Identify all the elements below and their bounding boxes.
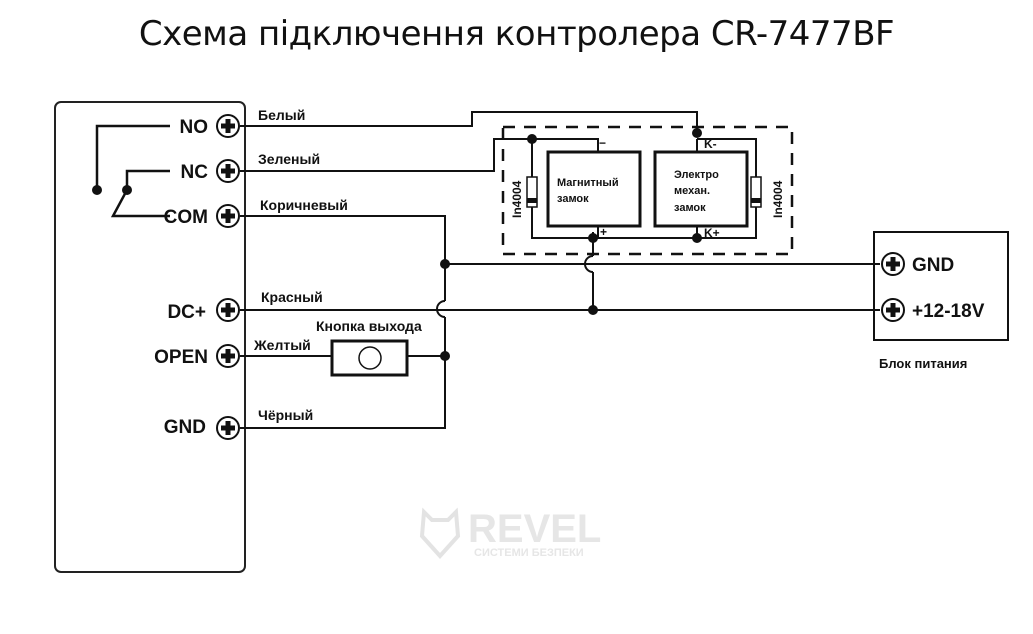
junction-dot	[588, 305, 598, 315]
junction-dot	[527, 134, 537, 144]
screw-terminal-icon	[216, 159, 240, 183]
junction-dot	[692, 233, 702, 243]
terminal-no-label: NO	[180, 117, 209, 138]
relay-no-node	[92, 185, 102, 195]
junction-dot	[440, 259, 450, 269]
screw-terminal-icon	[216, 204, 240, 228]
diode-right-label: In4004	[771, 180, 785, 218]
watermark-brand: REVEL	[468, 507, 601, 551]
screw-terminal-icon	[216, 344, 240, 368]
magnetic-lock-line1: Магнитный	[557, 177, 619, 189]
relay-nc-node	[122, 185, 132, 195]
power-supply-box	[873, 231, 1009, 341]
magnetic-lock-box	[546, 150, 642, 228]
exit-button-label: Кнопка выхода	[316, 318, 422, 334]
wire-white	[240, 111, 698, 137]
magnetic-lock-line2: замок	[557, 193, 589, 205]
diode-right	[750, 176, 762, 208]
controller-box	[54, 101, 246, 573]
psu-vplus-label: +12-18V	[912, 301, 985, 322]
diode-left-label: In4004	[510, 180, 524, 218]
exit-button-circle-icon	[358, 346, 382, 370]
terminal-nc-label: NC	[181, 162, 209, 183]
terminal-dc-label: DC+	[167, 302, 206, 323]
owl-logo-icon	[419, 507, 461, 559]
lock-group-dashed-border	[501, 125, 794, 256]
junction-dot	[692, 128, 702, 138]
magnetic-lock-minus: −	[599, 136, 606, 150]
psu-gnd-label: GND	[912, 255, 954, 276]
junction-dot	[588, 233, 598, 243]
screw-terminal-icon	[881, 252, 905, 276]
wire-label-brown: Коричневый	[260, 197, 348, 213]
wire-brown	[240, 215, 446, 301]
wire-label-white: Белый	[258, 107, 305, 123]
terminal-open-label: OPEN	[154, 347, 208, 368]
relay-contacts	[95, 124, 170, 218]
psu-caption: Блок питания	[879, 356, 967, 371]
exit-button	[330, 339, 409, 377]
electromech-lock-line1: Электро	[674, 169, 719, 181]
screw-terminal-icon	[881, 298, 905, 322]
terminal-com-label: COM	[164, 207, 208, 228]
watermark-tagline: СИСТЕМИ БЕЗПЕКИ	[474, 547, 584, 559]
magnetic-lock-plus: +	[600, 225, 607, 239]
wire-label-yellow: Желтый	[253, 337, 311, 353]
wires	[240, 111, 880, 429]
screw-terminal-icon	[216, 416, 240, 440]
diagram-title: Схема підключення контролера CR-7477BF	[138, 14, 895, 54]
diode-left	[526, 176, 538, 208]
terminal-gnd-label: GND	[164, 417, 206, 438]
wire-label-black: Чёрный	[258, 407, 313, 423]
junction-dot	[440, 351, 450, 361]
electromech-lock-line2: механ.	[674, 185, 710, 197]
electromech-k-minus: K-	[704, 137, 717, 151]
wire-label-red: Красный	[261, 289, 323, 305]
screw-terminal-icon	[216, 298, 240, 322]
wire-green	[240, 138, 599, 172]
electromech-k-plus: K+	[704, 226, 720, 240]
electromech-lock-line3: замок	[674, 202, 706, 214]
wire-label-green: Зеленый	[258, 151, 320, 167]
watermark: REVEL СИСТЕМИ БЕЗПЕКИ	[419, 507, 601, 559]
electromech-lock-box	[653, 150, 749, 228]
screw-terminal-icon	[216, 114, 240, 138]
